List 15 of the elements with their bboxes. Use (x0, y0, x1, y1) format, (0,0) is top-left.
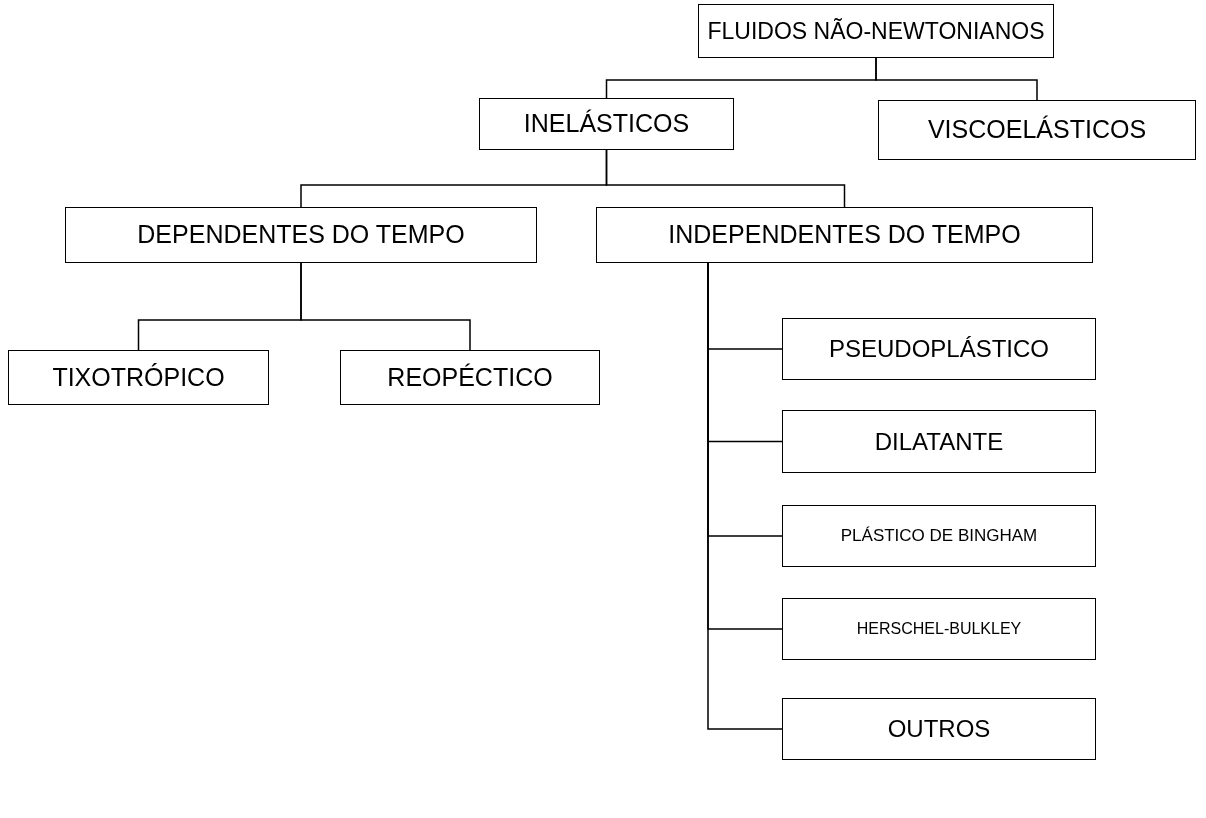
category-box: VISCOELÁSTICOS (878, 100, 1196, 160)
category-box: INDEPENDENTES DO TEMPO (596, 207, 1093, 263)
category-box: PLÁSTICO DE BINGHAM (782, 505, 1096, 567)
category-box: DEPENDENTES DO TEMPO (65, 207, 537, 263)
category-box: OUTROS (782, 698, 1096, 760)
category-box: HERSCHEL-BULKLEY (782, 598, 1096, 660)
category-box: PSEUDOPLÁSTICO (782, 318, 1096, 380)
category-box: INELÁSTICOS (479, 98, 734, 150)
category-box: TIXOTRÓPICO (8, 350, 269, 405)
category-box: FLUIDOS NÃO-NEWTONIANOS (698, 4, 1054, 58)
connector-line (875, 57, 1038, 101)
connector-line (300, 262, 471, 351)
connector-line (605, 149, 846, 208)
category-box: DILATANTE (782, 410, 1096, 473)
category-box: REOPÉCTICO (340, 350, 600, 405)
